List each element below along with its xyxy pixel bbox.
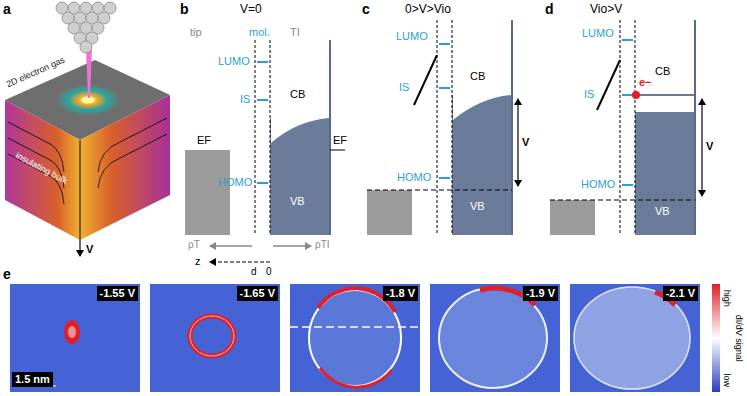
band-diagram	[185, 40, 345, 262]
band-label: VB	[470, 200, 485, 213]
bias-arrow	[79, 240, 80, 256]
band-diagram	[367, 20, 518, 235]
panel-label: e	[3, 266, 11, 282]
level-label: IS	[240, 93, 250, 106]
level-label: LUMO	[582, 27, 614, 40]
colorbar-title: dI/dV signal	[734, 314, 744, 361]
didv-map	[10, 284, 140, 392]
bias-value: -1.8 V	[386, 287, 415, 299]
bias-tag: -2.1 V	[663, 286, 698, 301]
condition-label: V=0	[240, 3, 262, 17]
band-label: VB	[290, 195, 305, 208]
condition-label: 0>V>Vio	[405, 3, 451, 17]
bias-value: -1.9 V	[526, 287, 555, 299]
level-label: IS	[584, 88, 594, 101]
condition-label: Vio>V	[590, 3, 622, 17]
bias-value: -2.1 V	[666, 287, 695, 299]
axis-label: 0	[266, 266, 272, 278]
electron-label: e−	[639, 76, 652, 89]
bias-tag: -1.8 V	[383, 286, 418, 301]
colorbar	[712, 284, 720, 392]
didv-map	[570, 284, 700, 392]
bias-label: V	[706, 140, 713, 153]
colorbar-tick: high	[722, 289, 732, 306]
axis-label: d	[251, 266, 257, 278]
panel-label: b	[180, 1, 189, 17]
bias-tag: -1.9 V	[523, 286, 558, 301]
region-label: mol.	[249, 26, 270, 39]
bias-value: -1.65 V	[240, 287, 275, 299]
region-label: TI	[290, 26, 300, 39]
stm-tip	[56, 2, 116, 98]
band-label: CB	[655, 65, 670, 78]
bias-value: 1.5 nm	[15, 373, 50, 385]
level-label: LUMO	[218, 55, 250, 68]
scale-tag: 1.5 nm	[12, 372, 53, 387]
panel-label: a	[3, 1, 11, 17]
bias-tag: -1.55 V	[97, 286, 138, 301]
colorbar-tick: low	[722, 373, 732, 387]
axis-label: ρT	[188, 239, 200, 251]
fermi-label: EF	[333, 134, 347, 147]
axis-label: z	[195, 255, 201, 268]
fermi-label: EF	[197, 134, 211, 147]
panel-label: c	[362, 1, 370, 17]
bias-value: -1.55 V	[100, 287, 135, 299]
didv-map	[430, 284, 560, 392]
level-label: HOMO	[581, 178, 615, 191]
axis-label: ρTI	[315, 239, 330, 251]
band-label: CB	[290, 88, 305, 101]
didv-map	[290, 284, 420, 392]
level-label: HOMO	[397, 171, 431, 184]
level-label: IS	[399, 81, 409, 94]
didv-map	[150, 284, 280, 392]
region-label: tip	[190, 26, 202, 39]
bias-label: V	[86, 243, 93, 256]
band-diagram	[550, 20, 702, 235]
level-label: LUMO	[396, 30, 428, 43]
bias-tag: -1.65 V	[237, 286, 278, 301]
sample-block	[5, 60, 170, 240]
band-label: CB	[470, 70, 485, 83]
bias-label: V	[522, 136, 529, 149]
level-label: HOMO	[218, 176, 252, 189]
panel-label: d	[545, 1, 554, 17]
band-label: VB	[655, 205, 670, 218]
